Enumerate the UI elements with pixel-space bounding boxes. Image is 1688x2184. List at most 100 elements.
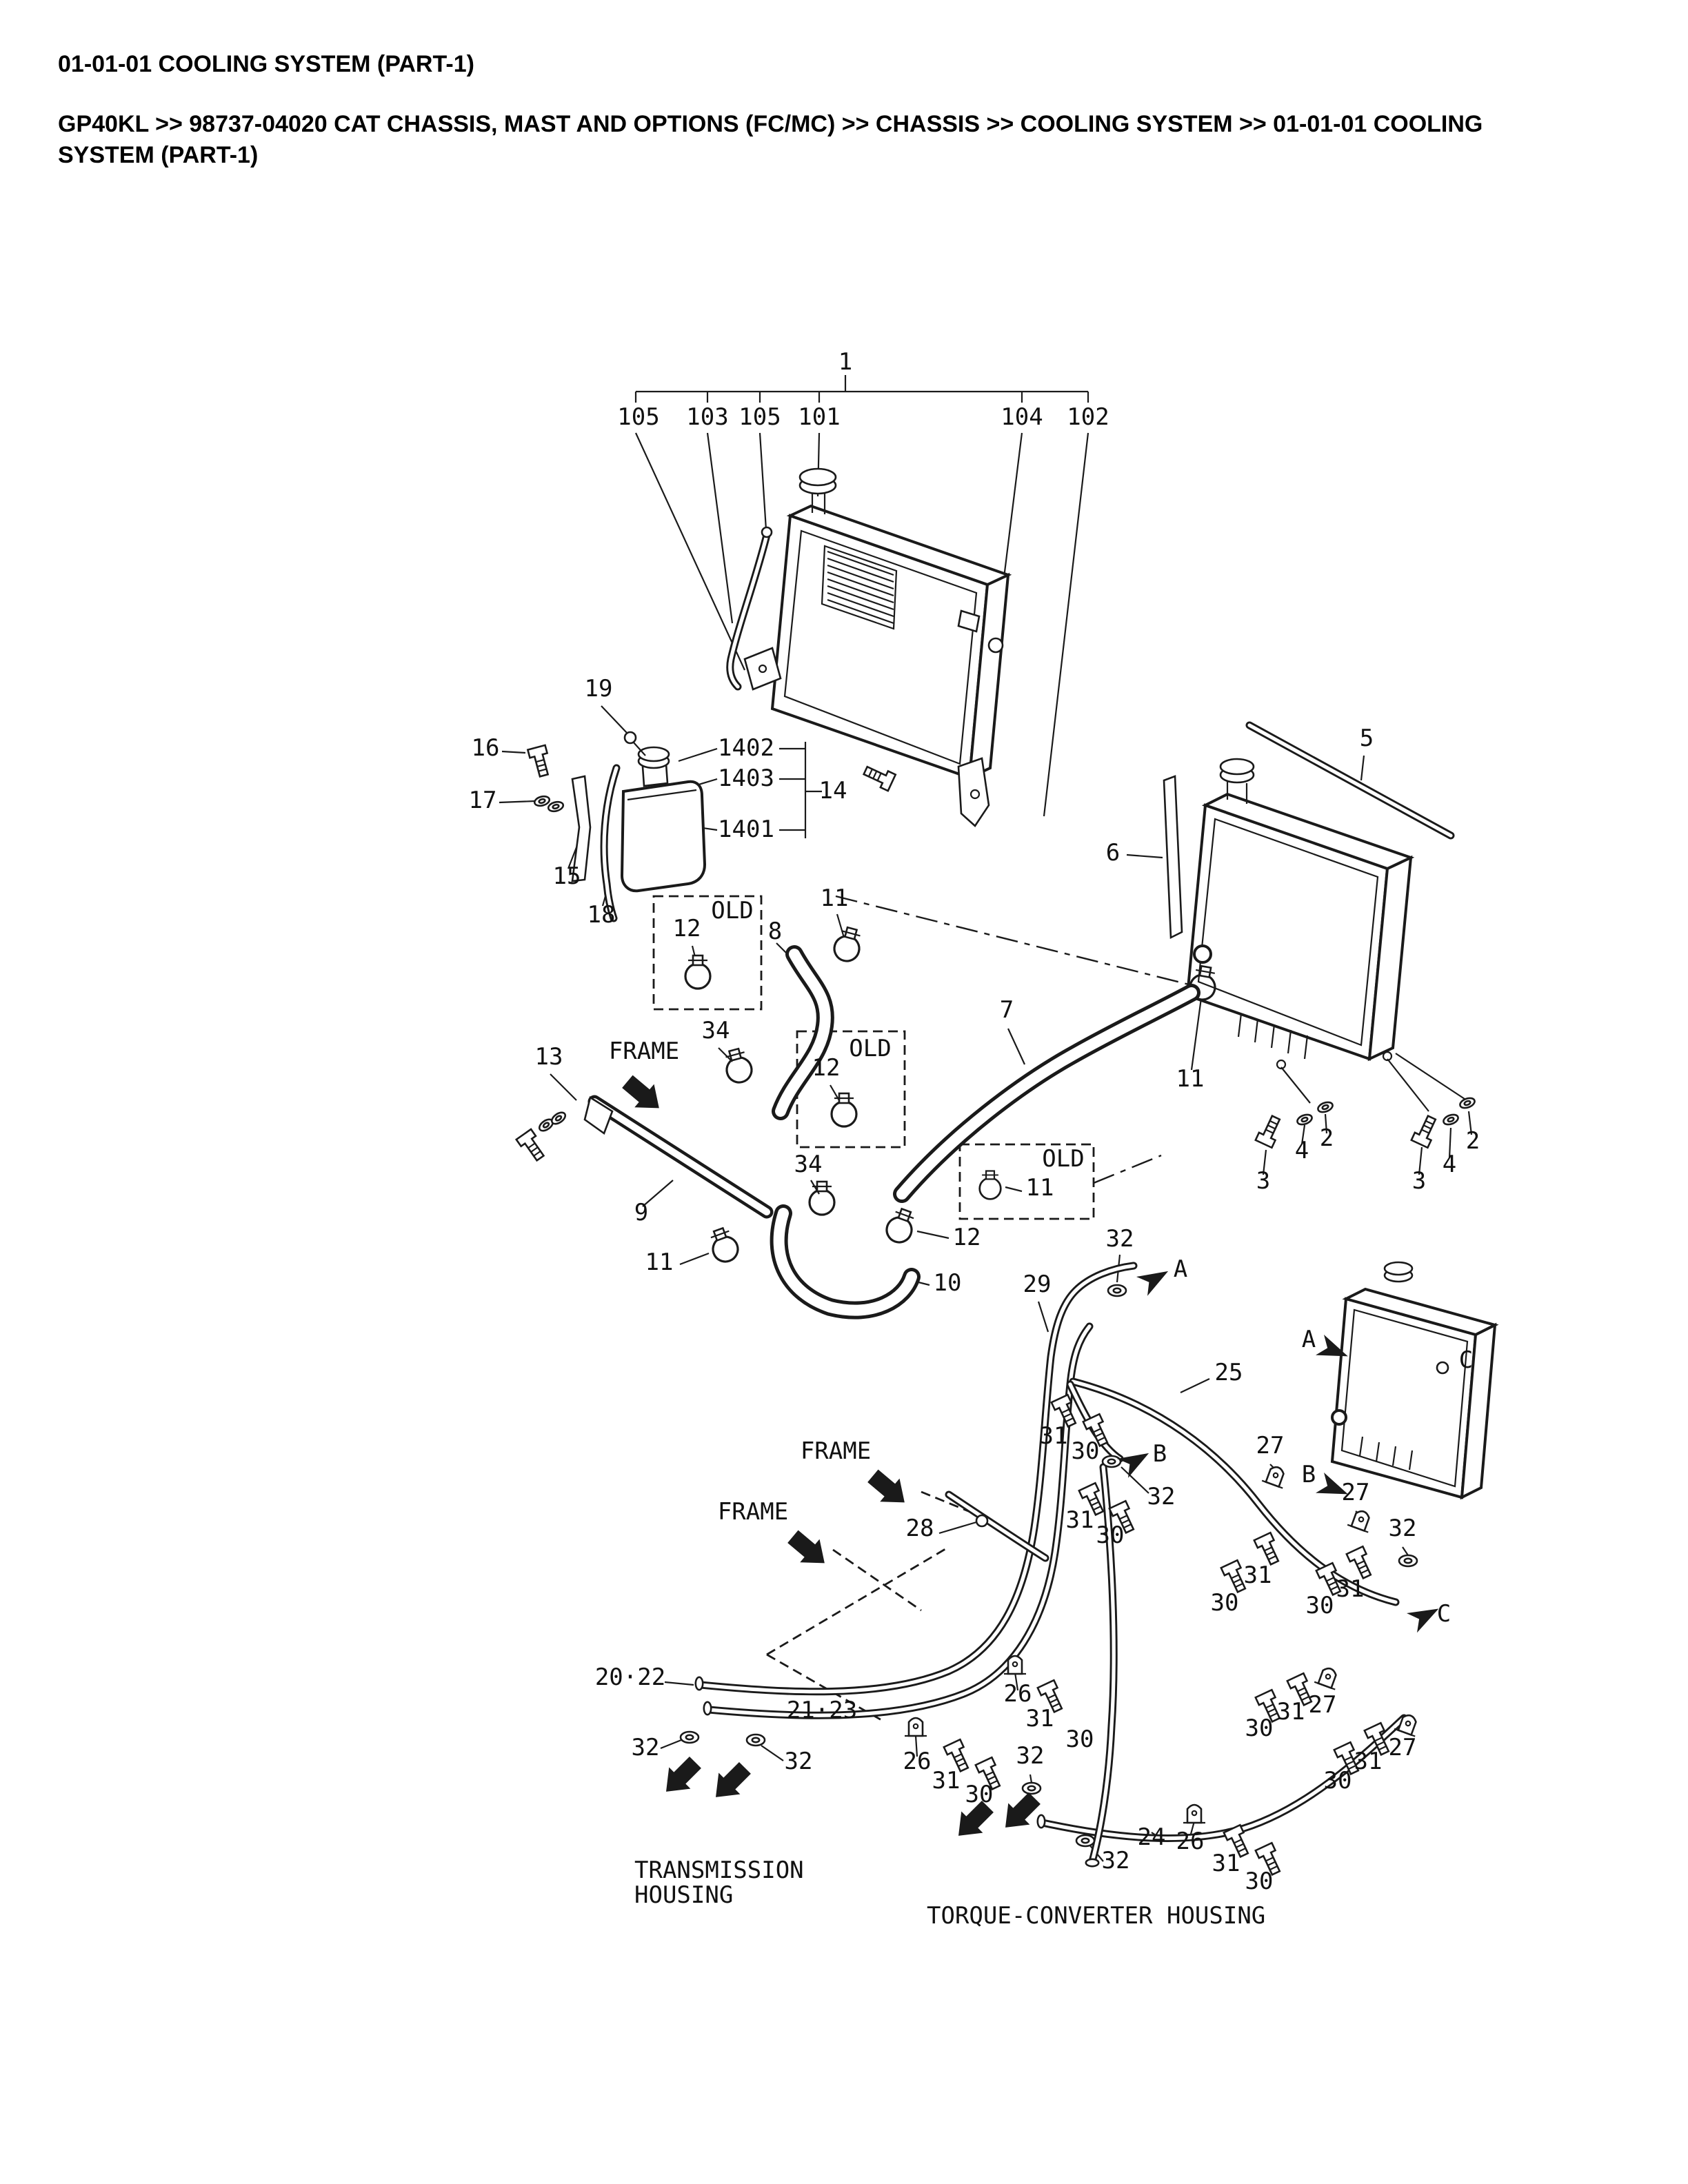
diagram-label-old: OLD bbox=[849, 1035, 891, 1062]
diagram-label-30: 30 bbox=[1324, 1767, 1352, 1794]
page-title: 01-01-01 COOLING SYSTEM (PART-1) bbox=[58, 51, 474, 77]
frame-arrow-icon bbox=[994, 1787, 1045, 1839]
diagram-label-12: 12 bbox=[953, 1224, 981, 1251]
diagram-label-a: A bbox=[1302, 1326, 1316, 1353]
clip-icon bbox=[1260, 1462, 1290, 1489]
diagram-label-32: 32 bbox=[1389, 1515, 1417, 1542]
diagram-label-30: 30 bbox=[1306, 1592, 1334, 1619]
clamp-icon bbox=[830, 924, 865, 965]
diagram-label-1403: 1403 bbox=[718, 765, 774, 792]
diagram-label-c: C bbox=[1459, 1346, 1473, 1374]
diagram-label-31: 31 bbox=[1212, 1850, 1240, 1877]
diagram-label-a: A bbox=[1174, 1255, 1187, 1283]
diagram-label-3: 3 bbox=[1256, 1167, 1270, 1195]
diagram-label-31: 31 bbox=[1277, 1698, 1305, 1726]
diagram-label-11: 11 bbox=[1026, 1174, 1054, 1202]
diagram-label-19: 19 bbox=[585, 675, 613, 702]
seal-6 bbox=[1163, 775, 1183, 940]
view-arrow-icon bbox=[1117, 1444, 1155, 1478]
clamp-icon bbox=[882, 1205, 919, 1247]
washer-icon bbox=[1295, 1111, 1314, 1128]
clamp-icon bbox=[705, 1224, 743, 1266]
grommet-icon bbox=[1107, 1284, 1127, 1297]
bolt-icon bbox=[1254, 1113, 1285, 1149]
bracket-15 bbox=[571, 775, 592, 882]
diagram-label-frame: FRAME bbox=[801, 1437, 871, 1465]
frame-arrow-icon bbox=[655, 1751, 706, 1803]
diagram-label-30: 30 bbox=[1245, 1715, 1274, 1742]
clamp-icon bbox=[721, 1045, 756, 1086]
diagram-label-old: OLD bbox=[711, 897, 753, 924]
diagram-label-16: 16 bbox=[472, 734, 500, 762]
bolt-icon bbox=[527, 744, 554, 779]
leader-lines bbox=[499, 375, 1473, 1862]
washer-icon bbox=[532, 793, 552, 809]
grommet-icon bbox=[1021, 1781, 1042, 1795]
clip-19 bbox=[623, 731, 637, 745]
clamp-icon bbox=[830, 1092, 858, 1128]
diagram-label-18: 18 bbox=[587, 901, 616, 929]
diagram-label-105: 105 bbox=[738, 403, 781, 431]
diagram-label-2: 2 bbox=[1320, 1124, 1334, 1152]
view-arrow-icon bbox=[1136, 1262, 1174, 1296]
diagram-label-31: 31 bbox=[1354, 1748, 1383, 1775]
radiator-bottom-right bbox=[1330, 1261, 1499, 1500]
bracket-13 bbox=[583, 1095, 614, 1135]
diagram-label-31: 31 bbox=[1066, 1506, 1094, 1534]
diagram-label-old: OLD bbox=[1042, 1145, 1084, 1173]
clamp-icon bbox=[978, 1170, 1002, 1200]
diagram-label-5: 5 bbox=[1360, 725, 1374, 752]
diagram-label-101: 101 bbox=[798, 403, 840, 431]
diagram-label-26: 26 bbox=[1004, 1680, 1032, 1708]
grommet-icon bbox=[1101, 1455, 1122, 1468]
diagram-label-17: 17 bbox=[469, 787, 497, 814]
diagram-label-8: 8 bbox=[768, 918, 782, 945]
diagram-label-21-23: 21·23 bbox=[787, 1697, 857, 1724]
diagram-label-103: 103 bbox=[686, 403, 728, 431]
diagram-label-31: 31 bbox=[1026, 1705, 1054, 1732]
breadcrumb: GP40KL >> 98737-04020 CAT CHASSIS, MAST … bbox=[58, 111, 1483, 168]
grommet-icon bbox=[745, 1733, 766, 1747]
diagram-label-1402: 1402 bbox=[718, 734, 774, 762]
hoses bbox=[515, 945, 1200, 1320]
diagram-label-4: 4 bbox=[1443, 1151, 1456, 1178]
diagram-label-9: 9 bbox=[634, 1199, 648, 1226]
radiator-main bbox=[726, 467, 1012, 827]
diagram-label-7: 7 bbox=[1000, 996, 1014, 1024]
frame-arrow-icon bbox=[863, 1464, 914, 1515]
diagram-label-27: 27 bbox=[1256, 1432, 1285, 1459]
diagram-label-105: 105 bbox=[617, 403, 659, 431]
clamp-icon bbox=[808, 1180, 836, 1216]
diagram-label-32: 32 bbox=[785, 1748, 813, 1775]
reservoir-tank bbox=[527, 731, 707, 922]
diagram-label-31: 31 bbox=[1244, 1561, 1272, 1589]
bolt-icon bbox=[861, 761, 897, 792]
diagram-label-28: 28 bbox=[906, 1515, 934, 1542]
diagram-label-11: 11 bbox=[1176, 1065, 1205, 1093]
frame-arrow-icon bbox=[617, 1070, 669, 1120]
diagram-label-12: 12 bbox=[812, 1054, 841, 1082]
clamps bbox=[684, 924, 1002, 1266]
radiator-cap bbox=[798, 467, 837, 514]
diagram-label-102: 102 bbox=[1067, 403, 1109, 431]
radiator-grille bbox=[821, 545, 898, 630]
diagram-label-11: 11 bbox=[821, 884, 849, 912]
diagram-label-26: 26 bbox=[903, 1748, 932, 1775]
diagram-label-32: 32 bbox=[632, 1734, 660, 1761]
diagram-label-15: 15 bbox=[553, 862, 581, 890]
diagram-label-30: 30 bbox=[1066, 1726, 1094, 1753]
grommet-icon bbox=[1075, 1834, 1096, 1848]
grommet-icon bbox=[679, 1730, 700, 1744]
diagram-label-14: 14 bbox=[819, 777, 847, 805]
diagram-label-12: 12 bbox=[673, 915, 701, 942]
clip-icon bbox=[1346, 1506, 1376, 1533]
radiator-right bbox=[1163, 721, 1477, 1149]
diagram-label-30: 30 bbox=[1072, 1437, 1100, 1465]
diagram-label-3: 3 bbox=[1412, 1167, 1426, 1195]
diagram-label-11: 11 bbox=[645, 1248, 674, 1276]
frame-arrow-icon bbox=[783, 1525, 834, 1575]
diagram-label-1401: 1401 bbox=[718, 816, 774, 843]
diagram-label-32: 32 bbox=[1106, 1225, 1134, 1253]
